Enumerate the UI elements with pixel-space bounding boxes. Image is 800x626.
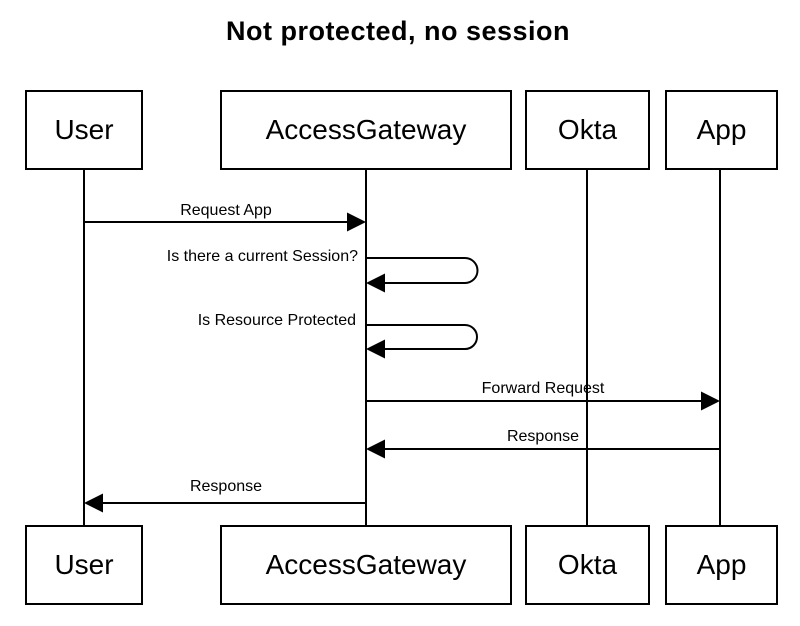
- message-label-protected-check: Is Resource Protected: [197, 312, 356, 329]
- message-label-session-check: Is there a current Session?: [166, 248, 358, 265]
- participant-label-app-top: App: [696, 114, 747, 145]
- message-label-forward-request: Forward Request: [481, 380, 605, 397]
- participant-box-accessgateway-top: AccessGateway: [220, 90, 512, 170]
- arrow-response-user: [84, 493, 366, 513]
- participant-label-user-bottom: User: [54, 549, 114, 580]
- participant-label-okta-top: Okta: [557, 114, 618, 145]
- participant-box-user-bottom: User: [25, 525, 143, 605]
- lifeline-accessgateway: [365, 170, 367, 525]
- lifeline-user: [83, 170, 85, 525]
- participant-box-app-top: App: [665, 90, 778, 170]
- message-label-request-app: Request App: [180, 202, 272, 219]
- self-loop-session-check: [366, 257, 479, 293]
- participant-box-accessgateway-bottom: AccessGateway: [220, 525, 512, 605]
- participant-label-accessgateway-top: AccessGateway: [265, 114, 467, 145]
- participant-box-okta-bottom: Okta: [525, 525, 650, 605]
- lifeline-okta: [586, 170, 588, 525]
- diagram-title: Not protected, no session: [225, 16, 571, 46]
- participant-label-user-top: User: [54, 114, 114, 145]
- participant-label-app-bottom: App: [696, 549, 747, 580]
- message-label-response-app: Response: [506, 428, 580, 445]
- participant-label-okta-bottom: Okta: [557, 549, 618, 580]
- message-label-response-user: Response: [189, 478, 263, 495]
- participant-box-user-top: User: [25, 90, 143, 170]
- self-loop-protected-check: [366, 324, 478, 359]
- participant-box-okta-top: Okta: [525, 90, 650, 170]
- participant-box-app-bottom: App: [665, 525, 778, 605]
- lifeline-app: [719, 170, 721, 525]
- participant-label-accessgateway-bottom: AccessGateway: [265, 549, 467, 580]
